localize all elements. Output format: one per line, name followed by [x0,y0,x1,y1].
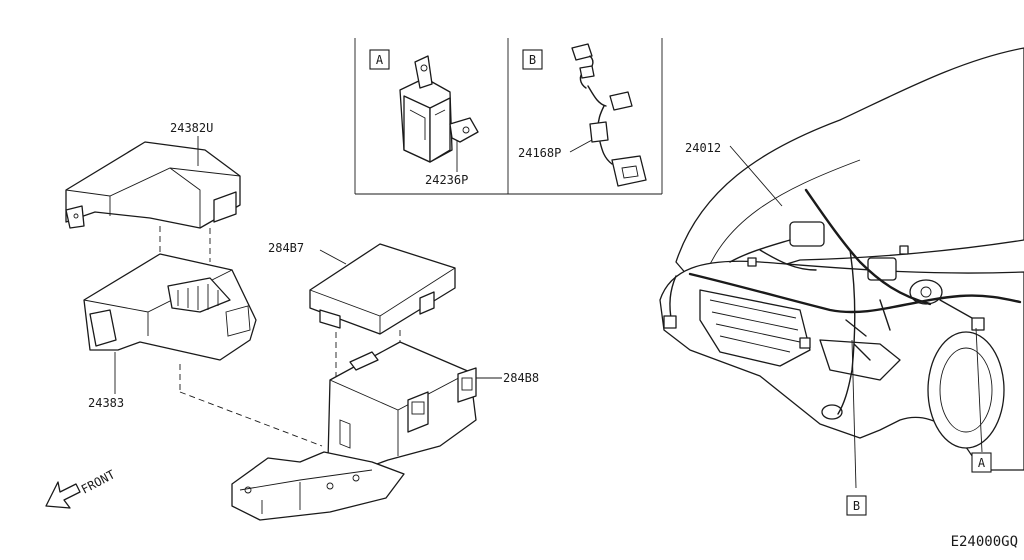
fuse-box-cover-drawing [65,136,241,262]
inset-b-tag: B [522,49,543,70]
bracket-label: 24236P [425,173,468,187]
bracket-drawing [399,55,479,172]
inset-frame [354,38,663,195]
engine-room-harness-label: 24012 [685,141,721,155]
inset-b-tag-text: B [529,53,536,67]
inset-a-tag-text: A [376,53,384,67]
fuse-box-body-drawing [83,253,323,447]
relay-box-cover-label: 284B7 [268,241,304,255]
callout-b-text: B [853,499,860,513]
relay-box-body-label: 284B8 [503,371,539,385]
callout-b: B [846,495,867,516]
relay-box-body-drawing [231,341,502,521]
inset-a-tag: A [369,49,390,70]
front-label: FRONT [79,467,117,496]
callout-a-text: A [978,456,986,470]
sub-harness-label: 24168P [518,146,561,160]
fuse-box-cover-label: 24382U [170,121,213,135]
vehicle-front-drawing [659,47,1024,489]
callout-a: A [971,452,992,473]
drawing-code: E24000GQ [951,534,1018,550]
fuse-box-body-label: 24383 [88,396,124,410]
front-arrow: FRONT [45,467,117,509]
sub-harness-drawing [569,43,647,187]
